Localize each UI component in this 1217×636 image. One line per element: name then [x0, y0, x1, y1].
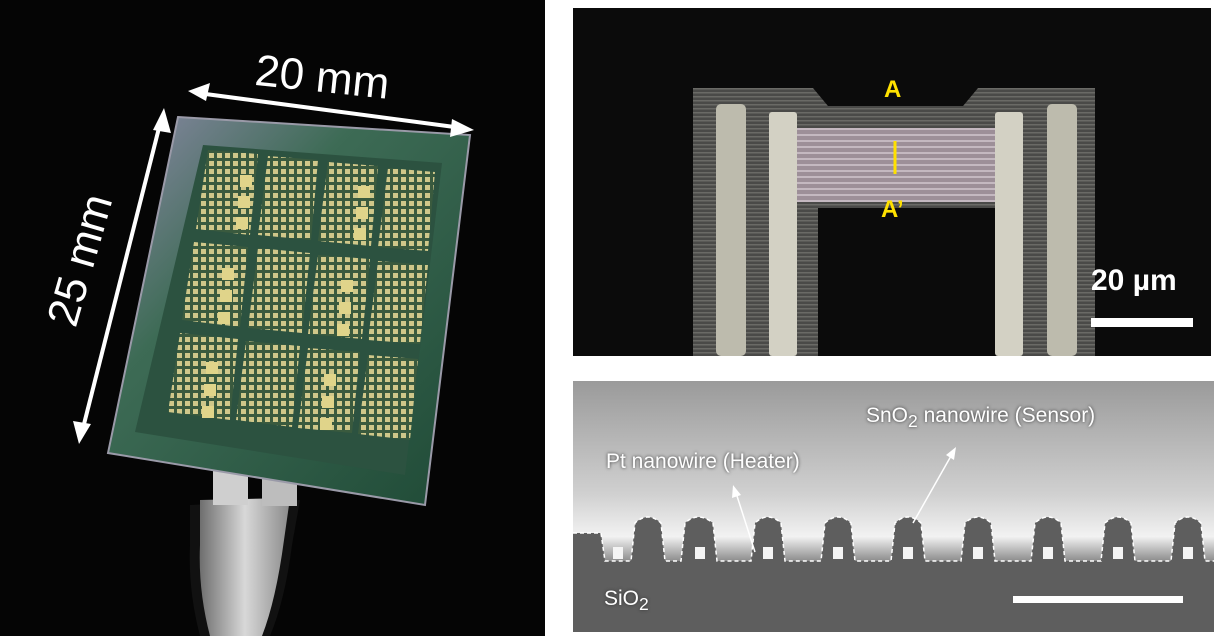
- chip-photo-panel: 20 mm 25 mm: [0, 0, 545, 636]
- sem-scale-bar: [1013, 596, 1183, 603]
- heater-nanowire-label: Pt nanowire (Heater): [606, 450, 800, 473]
- sem-cross-section-panel: SnO2 nanowire (Sensor) Pt nanowire (Heat…: [573, 381, 1214, 632]
- section-marker-a-prime: A’: [881, 196, 904, 223]
- chip-photo: [73, 83, 474, 636]
- device-micrograph: [693, 88, 1095, 356]
- substrate-label: SiO2: [604, 587, 649, 615]
- scale-bar-label: 20 µm: [1091, 264, 1177, 297]
- section-marker-a: A: [884, 76, 902, 103]
- scale-bar: [1091, 318, 1193, 327]
- sem-cross-section: [573, 381, 1214, 632]
- sensor-nanowire-label: SnO2 nanowire (Sensor): [866, 404, 1096, 432]
- device-micrograph-panel: A A’ 20 µm: [573, 8, 1211, 356]
